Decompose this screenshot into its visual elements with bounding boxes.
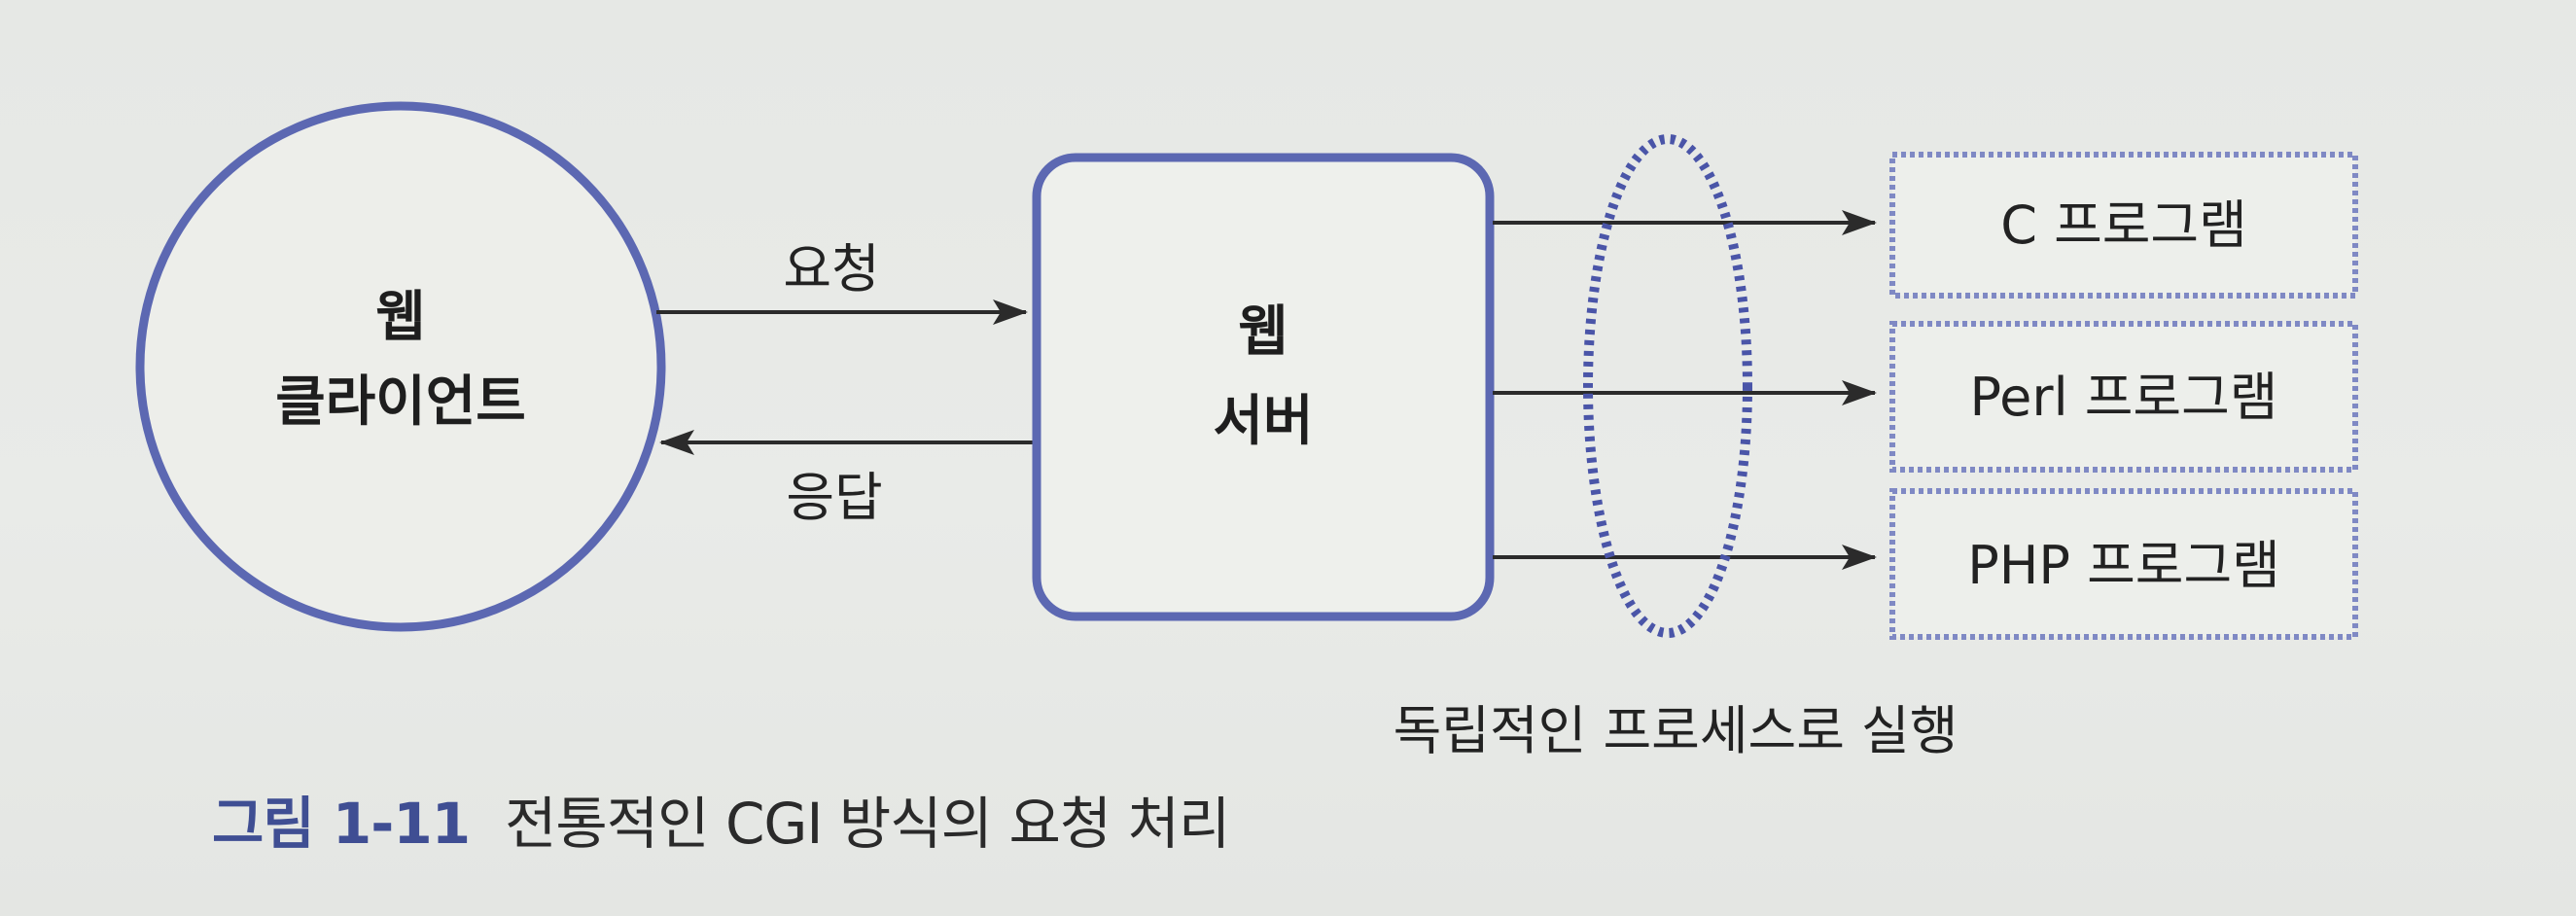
web-server-label-line2: 서버 — [1213, 390, 1313, 453]
web-client-node: 웹 클라이언트 — [135, 101, 666, 632]
program-label-php: PHP 프로그램 — [1967, 535, 2280, 596]
program-label-perl: Perl 프로그램 — [1970, 367, 2278, 428]
response-label: 응답 — [786, 467, 882, 528]
figure-number: 그림 1-11 — [212, 791, 471, 857]
figure-caption: 그림 1-11 전통적인 CGI 방식의 요청 처리 — [212, 778, 1230, 860]
program-box-php: PHP 프로그램 — [1889, 488, 2358, 640]
program-label-c: C 프로그램 — [2000, 194, 2247, 256]
process-group-ellipse — [1583, 134, 1752, 638]
figure-caption-text: 전통적인 CGI 방식의 요청 처리 — [505, 791, 1230, 857]
process-note: 독립적인 프로세스로 실행 — [1394, 700, 1958, 761]
web-server-box — [1032, 153, 1495, 621]
web-server-node: 웹 서버 — [1032, 153, 1495, 621]
request-label: 요청 — [783, 238, 879, 299]
program-box-perl: Perl 프로그램 — [1889, 321, 2358, 473]
program-box-c: C 프로그램 — [1889, 152, 2358, 299]
web-client-label-line1: 웹 — [375, 286, 426, 349]
web-server-label-line1: 웹 — [1238, 300, 1288, 364]
web-client-label-line2: 클라이언트 — [275, 370, 526, 434]
web-client-circle — [135, 101, 666, 632]
